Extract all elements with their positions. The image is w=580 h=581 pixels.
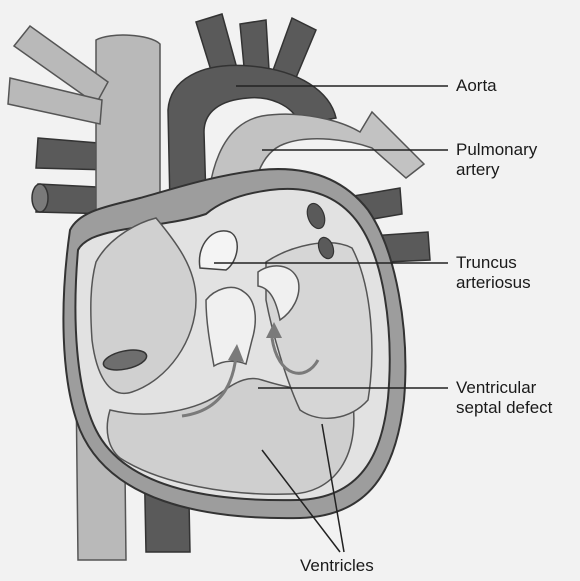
left-vessel-opening (32, 184, 48, 212)
ventricles-label: Ventricles (300, 556, 374, 576)
truncus-arteriosus-label-line-2: arteriosus (456, 273, 531, 293)
pulmonary-artery-label-line-1: Pulmonary (456, 140, 537, 160)
ventricles-label-line-1: Ventricles (300, 556, 374, 576)
aorta-label-line-1: Aorta (456, 76, 497, 96)
vsd-label-line-2: septal defect (456, 398, 552, 418)
ventricular-septum (206, 287, 255, 366)
truncus-arteriosus-label-line-1: Truncus (456, 253, 531, 273)
vsd-label-line-1: Ventricular (456, 378, 552, 398)
truncus-arteriosus-label: Truncus arteriosus (456, 253, 531, 293)
vsd-label: Ventricular septal defect (456, 378, 552, 418)
pulmonary-artery-label-line-2: artery (456, 160, 537, 180)
aorta-label: Aorta (456, 76, 497, 96)
heart-body (63, 169, 405, 518)
svc-vessel (96, 35, 160, 220)
pulmonary-artery-label: Pulmonary artery (456, 140, 537, 180)
